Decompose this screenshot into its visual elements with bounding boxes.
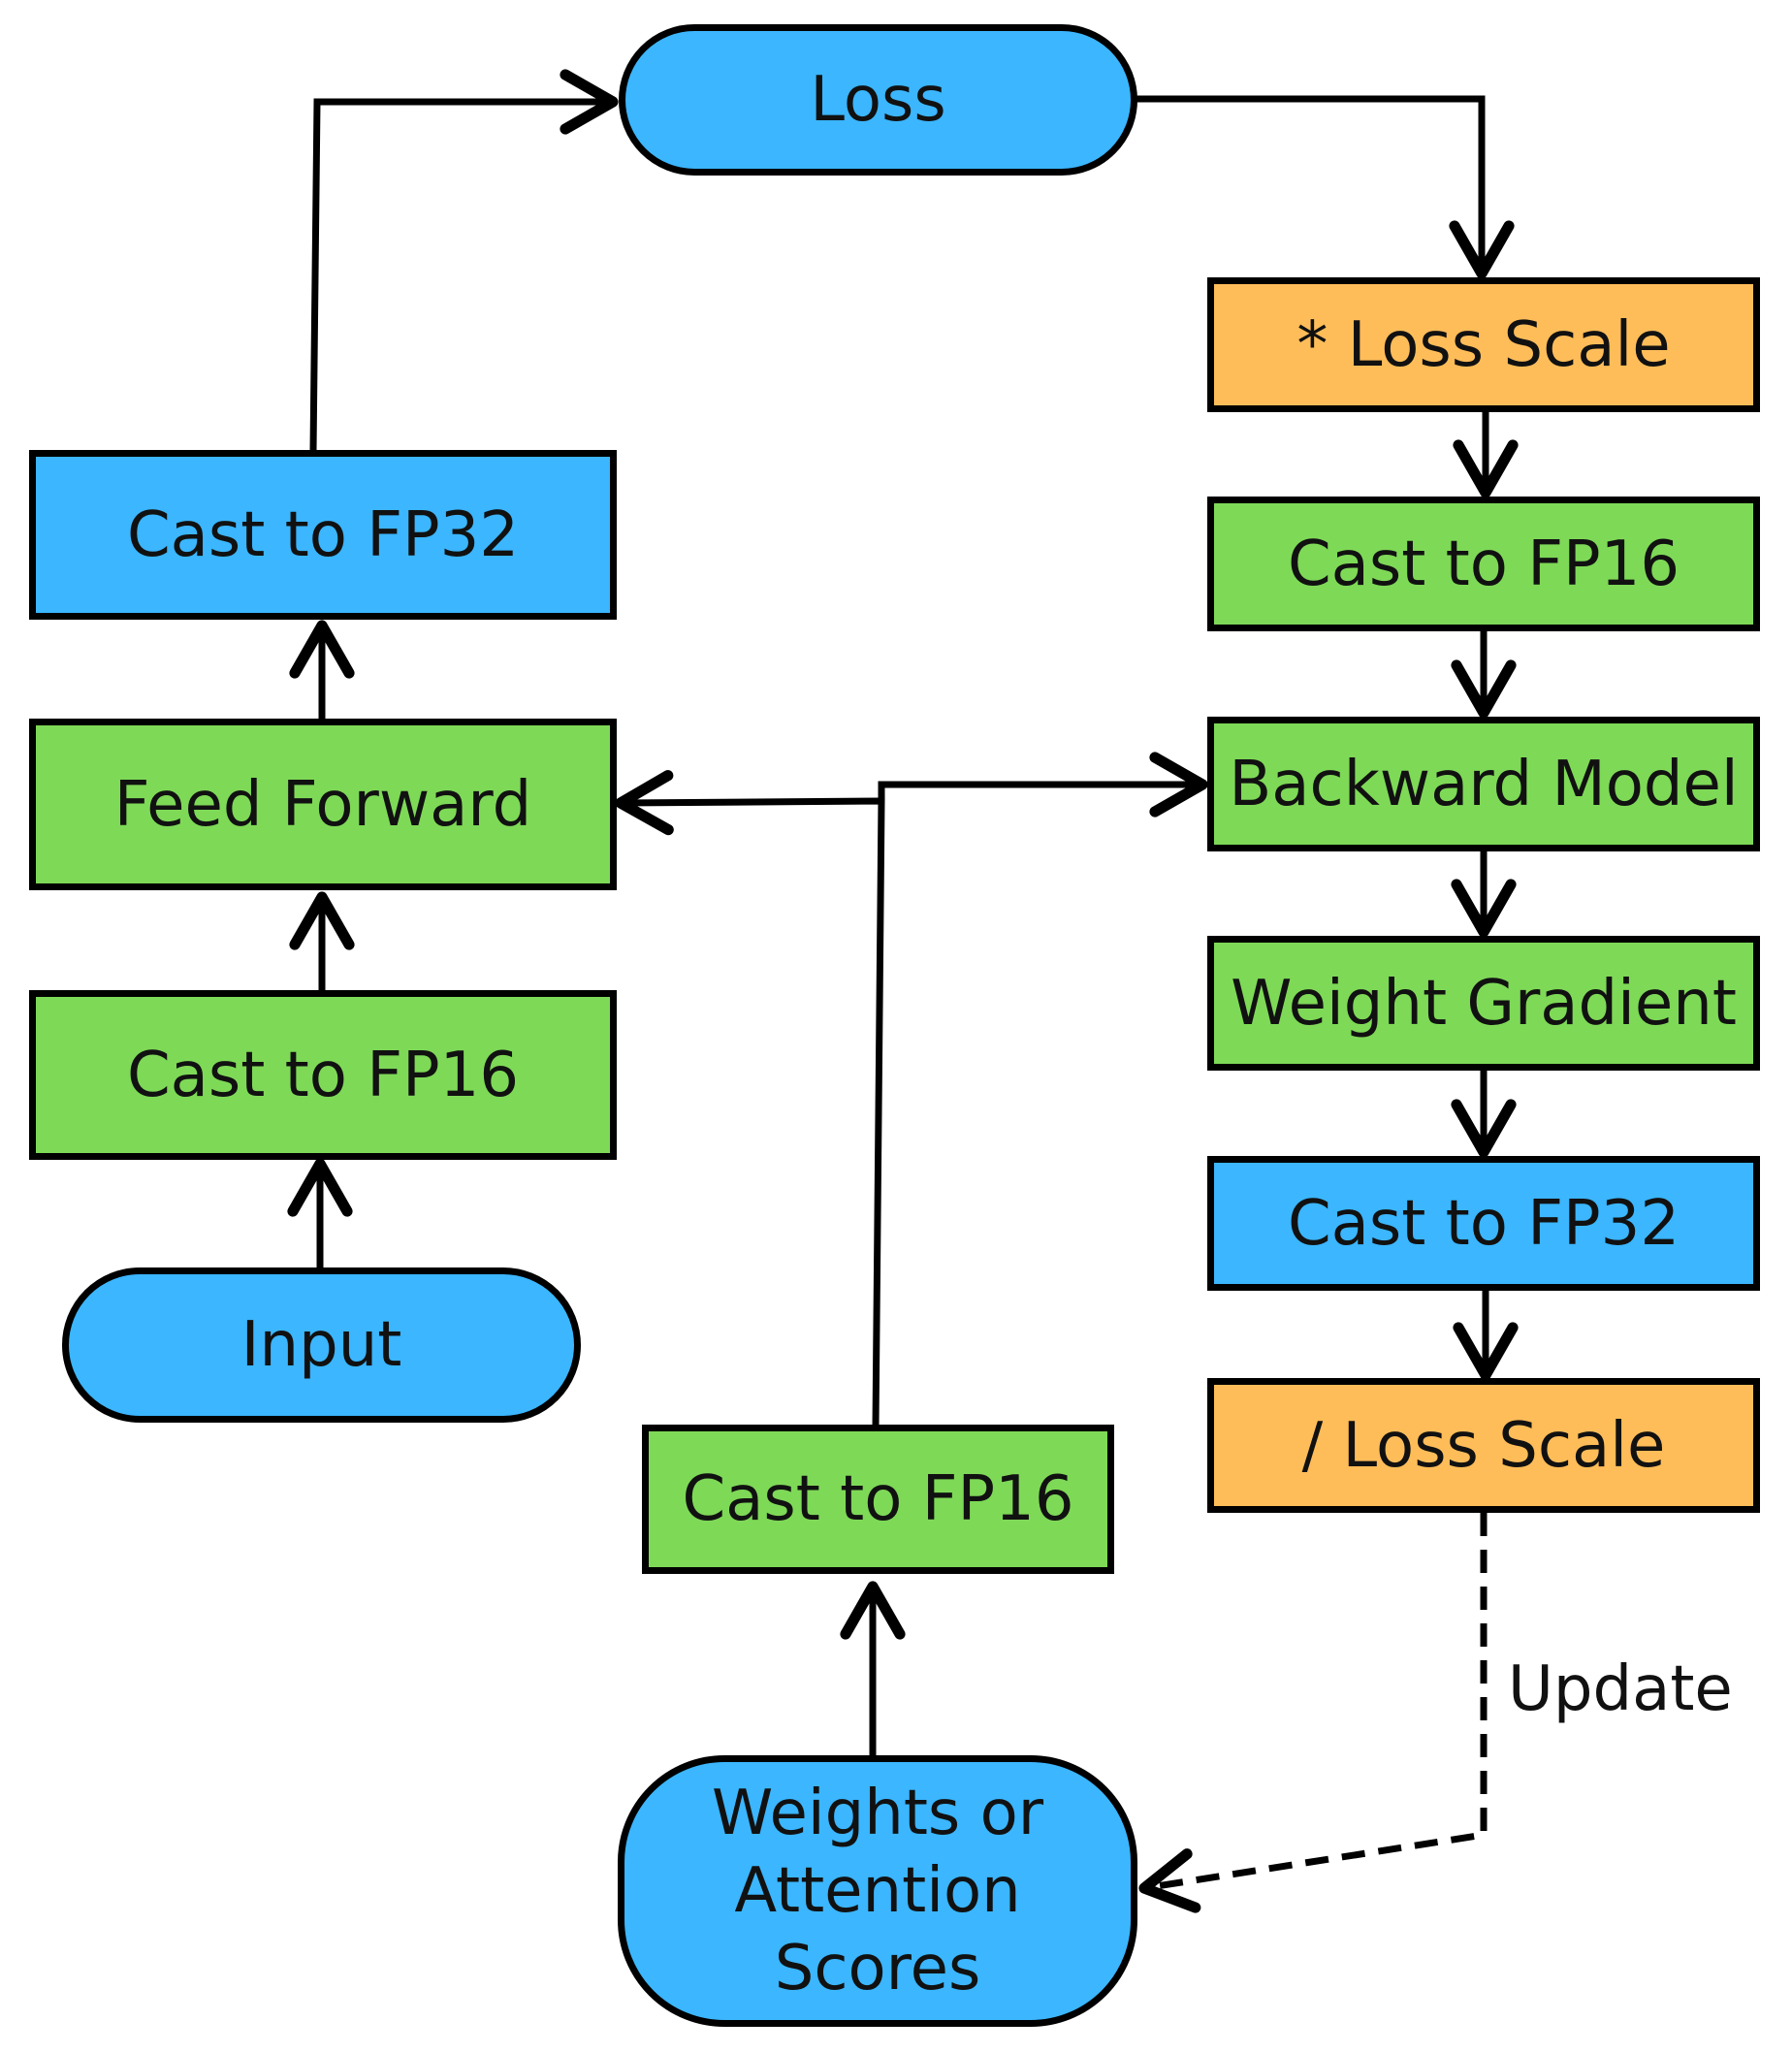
edge-cast-fp32-left-to-loss — [309, 69, 619, 452]
node-loss: Loss — [619, 24, 1137, 176]
node-weights-label-line-2: Attention — [734, 1855, 1021, 1927]
edge-loss-to-loss-scale-mul — [1135, 95, 1515, 279]
node-feed-forward-label: Feed Forward — [113, 768, 532, 841]
node-cast-fp16-right: Cast to FP16 — [1207, 497, 1760, 631]
edge-label-update-text: Update — [1508, 1653, 1733, 1725]
node-backward-model: Backward Model — [1207, 717, 1760, 851]
node-cast-fp32-left-label: Cast to FP32 — [126, 498, 520, 571]
edge-loss-scale-div-to-weights-update — [1138, 1513, 1488, 1913]
node-cast-fp32-right: Cast to FP32 — [1207, 1156, 1760, 1291]
node-input: Input — [62, 1267, 581, 1423]
edge-cast-fp16-middle-to-feed-forward — [615, 770, 885, 1427]
node-weight-gradient: Weight Gradient — [1207, 936, 1760, 1071]
node-cast-fp16-left: Cast to FP16 — [29, 990, 617, 1160]
node-weights: Weights or Attention Scores — [618, 1755, 1137, 2027]
node-feed-forward: Feed Forward — [29, 719, 617, 890]
node-input-label: Input — [240, 1309, 402, 1381]
node-weights-label-line-1: Weights or — [711, 1778, 1044, 1849]
node-loss-scale-multiply-label: * Loss Scale — [1296, 308, 1671, 381]
node-cast-fp16-left-label: Cast to FP16 — [126, 1039, 520, 1111]
node-cast-fp32-left: Cast to FP32 — [29, 450, 617, 620]
node-backward-model-label: Backward Model — [1229, 748, 1739, 820]
node-cast-fp16-middle-label: Cast to FP16 — [682, 1463, 1074, 1535]
node-weights-label: Weights or Attention Scores — [712, 1775, 1043, 2007]
node-cast-fp16-middle: Cast to FP16 — [642, 1425, 1114, 1574]
node-loss-label: Loss — [810, 64, 946, 136]
node-cast-fp32-right-label: Cast to FP32 — [1287, 1187, 1680, 1260]
node-loss-scale-multiply: * Loss Scale — [1207, 277, 1760, 412]
node-weights-label-line-3: Scores — [774, 1933, 981, 2005]
node-weight-gradient-label: Weight Gradient — [1231, 967, 1737, 1040]
edge-label-update: Update — [1508, 1653, 1733, 1725]
node-cast-fp16-right-label: Cast to FP16 — [1287, 528, 1680, 600]
node-loss-scale-divide: / Loss Scale — [1207, 1378, 1760, 1513]
edge-cast-fp16-middle-to-backward-model — [878, 752, 1208, 818]
node-loss-scale-divide-label: / Loss Scale — [1301, 1409, 1666, 1482]
